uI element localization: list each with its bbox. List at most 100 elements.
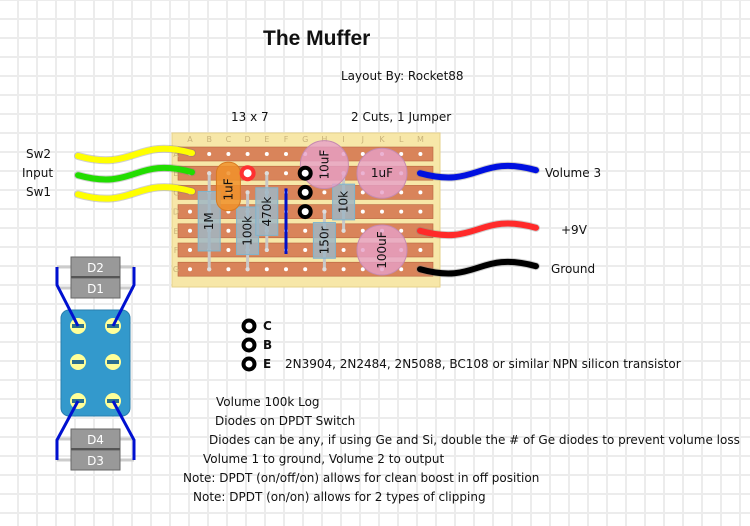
switch-wire: [55, 400, 80, 460]
wire-label-9v: +9V: [561, 223, 587, 237]
wire-9v: [417, 220, 539, 238]
resistor-150r: [312, 222, 336, 259]
note-dpdt-onoffon: Note: DPDT (on/off/on) allows for clean …: [183, 471, 540, 485]
strip-hole: [360, 228, 365, 233]
strip-hole: [264, 152, 269, 156]
strip-hole: [188, 209, 192, 214]
strip-hole: [399, 228, 404, 233]
strip-hole: [341, 248, 346, 252]
strip-hole: [322, 190, 327, 195]
strip-hole: [188, 228, 192, 233]
diode-label: D4: [87, 433, 104, 447]
strip-hole: [303, 267, 308, 272]
switch-lug-slot: [107, 360, 119, 364]
note-dpdt-onon: Note: DPDT (on/on) allows for 2 types of…: [193, 490, 486, 504]
transistor-legend-pad-b: [241, 337, 257, 353]
column-label: F: [284, 135, 289, 144]
strip-cut: [239, 165, 256, 182]
lead-end: [264, 248, 269, 252]
strip-hole: [284, 171, 288, 176]
wire-label-sw2: Sw2: [26, 147, 52, 161]
wire-input: [75, 165, 195, 183]
lead-end: [322, 267, 327, 272]
column-label: C: [226, 135, 232, 144]
switch-wire: [111, 400, 136, 460]
column-label: J: [361, 135, 364, 144]
row-label: A: [173, 150, 179, 159]
lead-end: [207, 267, 212, 272]
diode-label: D3: [87, 454, 104, 468]
row-label: B: [173, 169, 179, 178]
column-label: A: [187, 135, 193, 144]
strip-hole: [188, 248, 192, 252]
capacitor-value-label: 10uF: [317, 150, 331, 180]
strip-hole: [399, 267, 404, 272]
switch-lug-slot: [72, 360, 84, 364]
column-label: I: [342, 135, 344, 144]
board-size: 13 x 7: [231, 110, 269, 124]
transistor-pin-e-label: E: [263, 357, 272, 371]
row-label: F: [174, 246, 179, 255]
electrolytic-capacitor: [356, 147, 408, 199]
row-label: D: [173, 208, 179, 217]
transistor-pad: [297, 184, 313, 200]
strip-hole: [207, 152, 212, 156]
resistor-value-label: 470k: [260, 197, 274, 227]
transistor-pad: [297, 165, 313, 181]
strip-hole: [303, 248, 308, 252]
lead-end: [245, 190, 250, 195]
note-volume-wiring: Volume 1 to ground, Volume 2 to output: [203, 452, 445, 466]
cuts-jumpers-count: 2 Cuts, 1 Jumper: [351, 110, 452, 124]
strip-hole: [226, 228, 231, 233]
wire-label-sw1: Sw1: [26, 185, 52, 199]
wire-sw2: [75, 145, 195, 164]
lead-end: [322, 209, 327, 214]
capacitor-value-label: 100uF: [375, 231, 389, 269]
switch-wire: [111, 267, 136, 327]
lead-end: [341, 228, 346, 233]
page-title: The Muffer: [263, 27, 371, 50]
column-label: E: [264, 135, 269, 144]
strip-hole: [399, 190, 404, 195]
resistor-1M: [197, 190, 221, 252]
column-label: D: [245, 135, 251, 144]
strip-hole: [360, 152, 365, 156]
resistor-value-label: 1M: [202, 212, 216, 230]
lead-end: [264, 171, 269, 176]
transistor-legend-pad-c: [241, 318, 257, 334]
strip-hole: [284, 152, 288, 156]
resistor-470k: [255, 187, 279, 236]
lead-end: [207, 171, 212, 176]
strip-hole: [264, 267, 269, 272]
column-label: L: [399, 135, 404, 144]
wire-label-volume3: Volume 3: [545, 166, 602, 180]
transistor-pin-b-label: B: [263, 338, 273, 352]
wire-sw1: [75, 184, 195, 202]
strip-hole: [399, 209, 404, 214]
strip-hole: [226, 152, 231, 156]
row-label: C: [173, 188, 179, 197]
note-volume: Volume 100k Log: [216, 395, 320, 409]
wire-label-ground: Ground: [551, 262, 596, 276]
diode-label: D1: [87, 282, 104, 296]
strip-hole: [284, 267, 288, 272]
dpdt-switch-body: [60, 309, 131, 417]
strip-hole: [245, 152, 250, 156]
note-diodes-switch: Diodes on DPDT Switch: [215, 414, 356, 428]
row-label: E: [173, 227, 178, 236]
strip-hole: [341, 267, 346, 272]
capacitor-value-label: 1uF: [371, 166, 393, 180]
electrolytic-capacitor: [356, 224, 408, 276]
strip-hole: [360, 267, 365, 272]
wire-label-input: Input: [22, 166, 54, 180]
resistor-value-label: 100k: [241, 216, 255, 246]
diode-label: D2: [87, 261, 104, 275]
strip-hole: [418, 209, 423, 214]
electrolytic-capacitor: [299, 140, 349, 190]
transistor-pad: [297, 204, 313, 220]
transistor-legend-pad-e: [241, 356, 257, 372]
note-diodes-any: Diodes can be any, if using Ge and Si, d…: [209, 433, 740, 447]
strip-hole: [418, 190, 423, 195]
lead-end: [245, 267, 250, 272]
